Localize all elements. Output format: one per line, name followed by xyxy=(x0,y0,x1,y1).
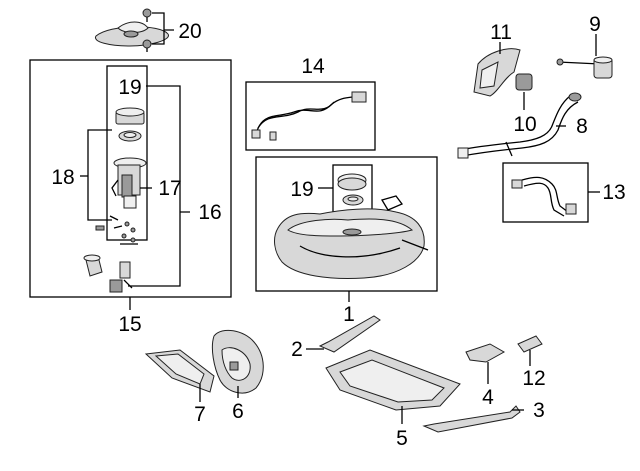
part-8-filler-pipe xyxy=(457,92,582,159)
part-5-shield xyxy=(325,349,461,411)
part-12-sleeve xyxy=(517,335,543,353)
callout-2: 2 xyxy=(291,338,303,361)
part-19-lock-ring xyxy=(337,173,367,206)
callout-6: 6 xyxy=(232,400,244,423)
part-13-hose xyxy=(521,176,569,213)
part-11-bracket xyxy=(473,48,521,97)
callout-1: 1 xyxy=(343,303,355,326)
callout-7: 7 xyxy=(194,403,206,426)
callout-3: 3 xyxy=(533,399,545,422)
callout-17: 17 xyxy=(158,177,181,200)
box-1 xyxy=(255,156,438,292)
part-10-cap xyxy=(515,73,533,91)
part-20-plate xyxy=(94,21,169,47)
part-7-heat-shield xyxy=(144,349,215,393)
part-1-fuel-tank xyxy=(274,195,429,279)
part-3-strap xyxy=(422,405,521,433)
part-4-bracket xyxy=(465,343,506,363)
part-regulator xyxy=(109,261,133,293)
part-filter xyxy=(83,254,103,277)
leader-20 xyxy=(152,12,174,45)
callout-19-pump: 19 xyxy=(118,76,141,99)
part-20-screws xyxy=(142,8,152,52)
callout-13: 13 xyxy=(602,181,625,204)
callout-9: 9 xyxy=(589,13,601,36)
callout-10: 10 xyxy=(513,113,536,136)
callout-19-tank: 19 xyxy=(290,178,313,201)
leader-16 xyxy=(128,85,190,287)
callout-8: 8 xyxy=(576,115,588,138)
callout-12: 12 xyxy=(522,367,545,390)
part-14-harness xyxy=(255,95,359,135)
callout-16: 16 xyxy=(198,201,221,224)
callout-15: 15 xyxy=(118,313,141,336)
part-9-canister xyxy=(556,56,613,79)
part-17-pump-module xyxy=(111,157,147,209)
callout-20: 20 xyxy=(178,20,201,43)
part-19-gasket-seal xyxy=(115,107,145,142)
box-14 xyxy=(245,81,376,151)
callout-4: 4 xyxy=(482,386,494,409)
leader-18 xyxy=(87,129,112,221)
callout-11: 11 xyxy=(490,21,512,44)
callout-5: 5 xyxy=(396,427,408,450)
callout-14: 14 xyxy=(301,55,325,78)
callout-18: 18 xyxy=(51,166,74,189)
box-19-inner xyxy=(106,65,148,241)
part-2-strap xyxy=(318,315,381,353)
part-small-hardware xyxy=(95,215,138,245)
part-6-guard xyxy=(211,329,264,394)
